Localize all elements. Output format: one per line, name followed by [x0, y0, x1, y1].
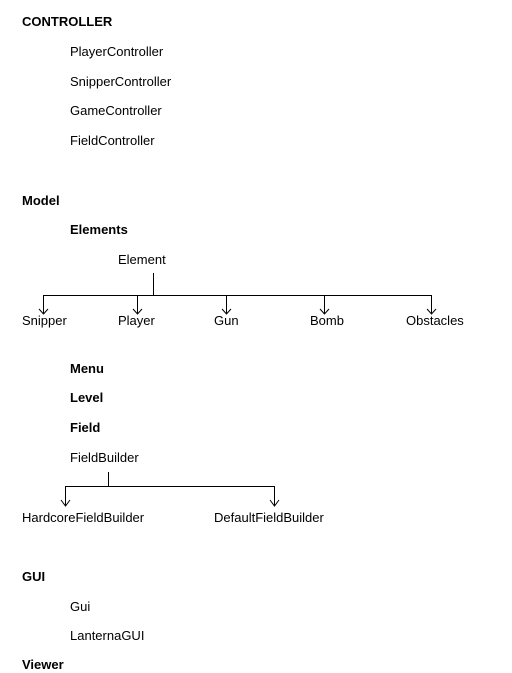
player-node: Player: [118, 313, 155, 328]
snipper-controller-label: SnipperController: [70, 74, 172, 89]
bomb-node: Bomb: [310, 313, 344, 328]
game-controller-label: GameController: [70, 103, 162, 118]
hardcore-fieldbuilder-node: HardcoreFieldBuilder: [22, 510, 145, 525]
level-heading: Level: [70, 390, 104, 405]
snipper-node: Snipper: [22, 313, 67, 328]
field-heading: Field: [70, 420, 101, 435]
gun-node: Gun: [214, 313, 239, 328]
fieldbuilder-root-node: FieldBuilder: [70, 450, 139, 465]
obstacles-node: Obstacles: [406, 313, 464, 328]
menu-heading: Menu: [70, 361, 104, 376]
element-root-node: Element: [118, 252, 166, 267]
controller-heading: CONTROLLER: [22, 14, 113, 29]
lanterna-gui-item: LanternaGUI: [70, 628, 145, 643]
model-heading: Model: [22, 193, 60, 208]
gui-heading: GUI: [22, 569, 46, 584]
player-controller-label: PlayerController: [70, 44, 164, 59]
viewer-heading: Viewer: [22, 657, 64, 672]
default-fieldbuilder-node: DefaultFieldBuilder: [214, 510, 324, 525]
field-controller-label: FieldController: [70, 133, 155, 148]
gui-item: Gui: [70, 599, 91, 614]
elements-heading: Elements: [70, 222, 128, 237]
